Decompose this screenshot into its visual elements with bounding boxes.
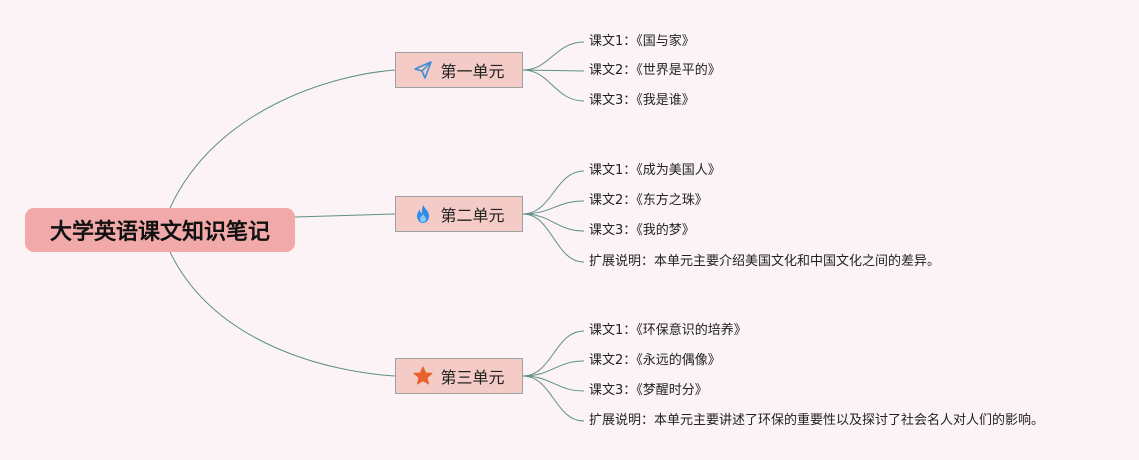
connector-unit2-item4 [522, 213, 585, 263]
star-icon [413, 366, 433, 386]
unit-1-item-2[interactable]: 课文2：《世界是平的》 [589, 63, 721, 78]
root-topic[interactable]: 大学英语课文知识笔记 [25, 208, 295, 252]
connector-unit3-item2 [522, 360, 585, 377]
connector-unit1-item1 [522, 41, 585, 71]
unit-1-topic[interactable]: 第一单元 [395, 52, 523, 88]
unit-2-item-4[interactable]: 扩展说明：本单元主要介绍美国文化和中国文化之间的差异。 [589, 254, 941, 269]
flame-icon [413, 204, 433, 224]
unit-3-item-3[interactable]: 课文3：《梦醒时分》 [589, 383, 708, 398]
unit-3-item-4[interactable]: 扩展说明：本单元主要讲述了环保的重要性以及探讨了社会名人对人们的影响。 [589, 413, 1045, 428]
connector-unit3-item1 [522, 330, 585, 377]
connector-unit1-item2 [522, 69, 585, 72]
unit-2-label: 第二单元 [440, 206, 505, 225]
connector-unit1-item3 [522, 69, 585, 102]
connector-root-unit3 [169, 251, 396, 377]
connector-root-unit2 [294, 213, 396, 218]
unit-3-label: 第三单元 [440, 368, 505, 387]
unit-1-label: 第一单元 [440, 62, 505, 81]
connector-unit2-item1 [522, 170, 585, 215]
unit-1-item-1[interactable]: 课文1：《国与家》 [589, 34, 695, 49]
connector-unit3-item4 [522, 375, 585, 422]
unit-2-item-1[interactable]: 课文1：《成为美国人》 [589, 163, 721, 178]
connector-unit2-item3 [522, 213, 585, 232]
root-topic-label: 大学英语课文知识笔记 [49, 220, 270, 245]
unit-2-item-2[interactable]: 课文2：《东方之珠》 [589, 193, 708, 208]
connector-unit3-item3 [522, 375, 585, 392]
unit-1-item-3[interactable]: 课文3：《我是谁》 [589, 93, 695, 108]
connector-unit2-item2 [522, 200, 585, 215]
unit-2-item-3[interactable]: 课文3：《我的梦》 [589, 223, 695, 238]
connector-root-unit1 [169, 69, 396, 209]
paper-plane-icon [413, 60, 433, 80]
unit-3-item-1[interactable]: 课文1：《环保意识的培养》 [589, 323, 747, 338]
unit-3-topic[interactable]: 第三单元 [395, 358, 523, 394]
unit-3-item-2[interactable]: 课文2：《永远的偶像》 [589, 353, 721, 368]
unit-2-topic[interactable]: 第二单元 [395, 196, 523, 232]
